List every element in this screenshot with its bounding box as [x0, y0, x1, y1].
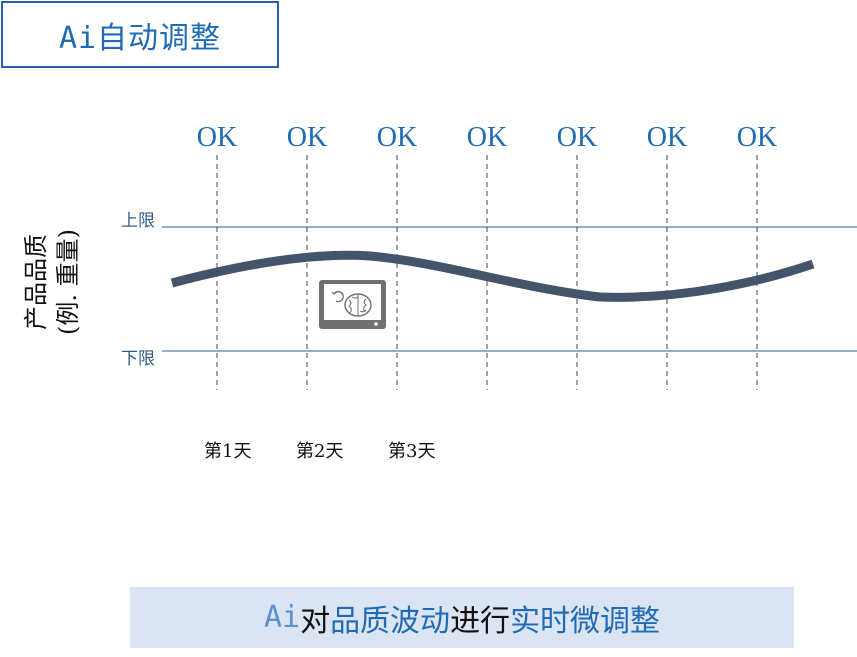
- day-label: 第2天: [296, 441, 344, 462]
- y-axis-label: 产品品质 (例. 重量): [20, 229, 84, 335]
- ok-label: OK: [646, 122, 688, 153]
- title-box: Ai自动调整: [1, 1, 279, 68]
- ok-label: OK: [286, 122, 328, 153]
- footer-ai: Ai: [263, 600, 301, 635]
- ok-label: OK: [556, 122, 598, 153]
- footer-quality-fluctuation: 品质波动: [330, 603, 451, 639]
- y-axis-label-line1: 产品品质: [22, 234, 50, 331]
- footer-jinxing: 进行: [450, 603, 511, 639]
- upper-limit-label: 上限: [121, 211, 155, 231]
- ok-label: OK: [736, 122, 778, 153]
- footer-realtime-fine-tune: 实时微调整: [510, 603, 661, 639]
- ok-label: OK: [466, 122, 508, 153]
- footer-dui: 对: [300, 603, 331, 639]
- monitor-brain-refresh-icon: [319, 280, 386, 329]
- ok-label: OK: [376, 122, 418, 153]
- page-title: Ai自动调整: [58, 20, 222, 56]
- ok-label: OK: [196, 122, 238, 153]
- day-label: 第1天: [204, 441, 252, 462]
- quality-curve: [170, 250, 815, 302]
- day-label: 第3天: [388, 441, 436, 462]
- lower-limit-label: 下限: [121, 349, 155, 369]
- y-axis-label-line2: (例. 重量): [54, 229, 82, 335]
